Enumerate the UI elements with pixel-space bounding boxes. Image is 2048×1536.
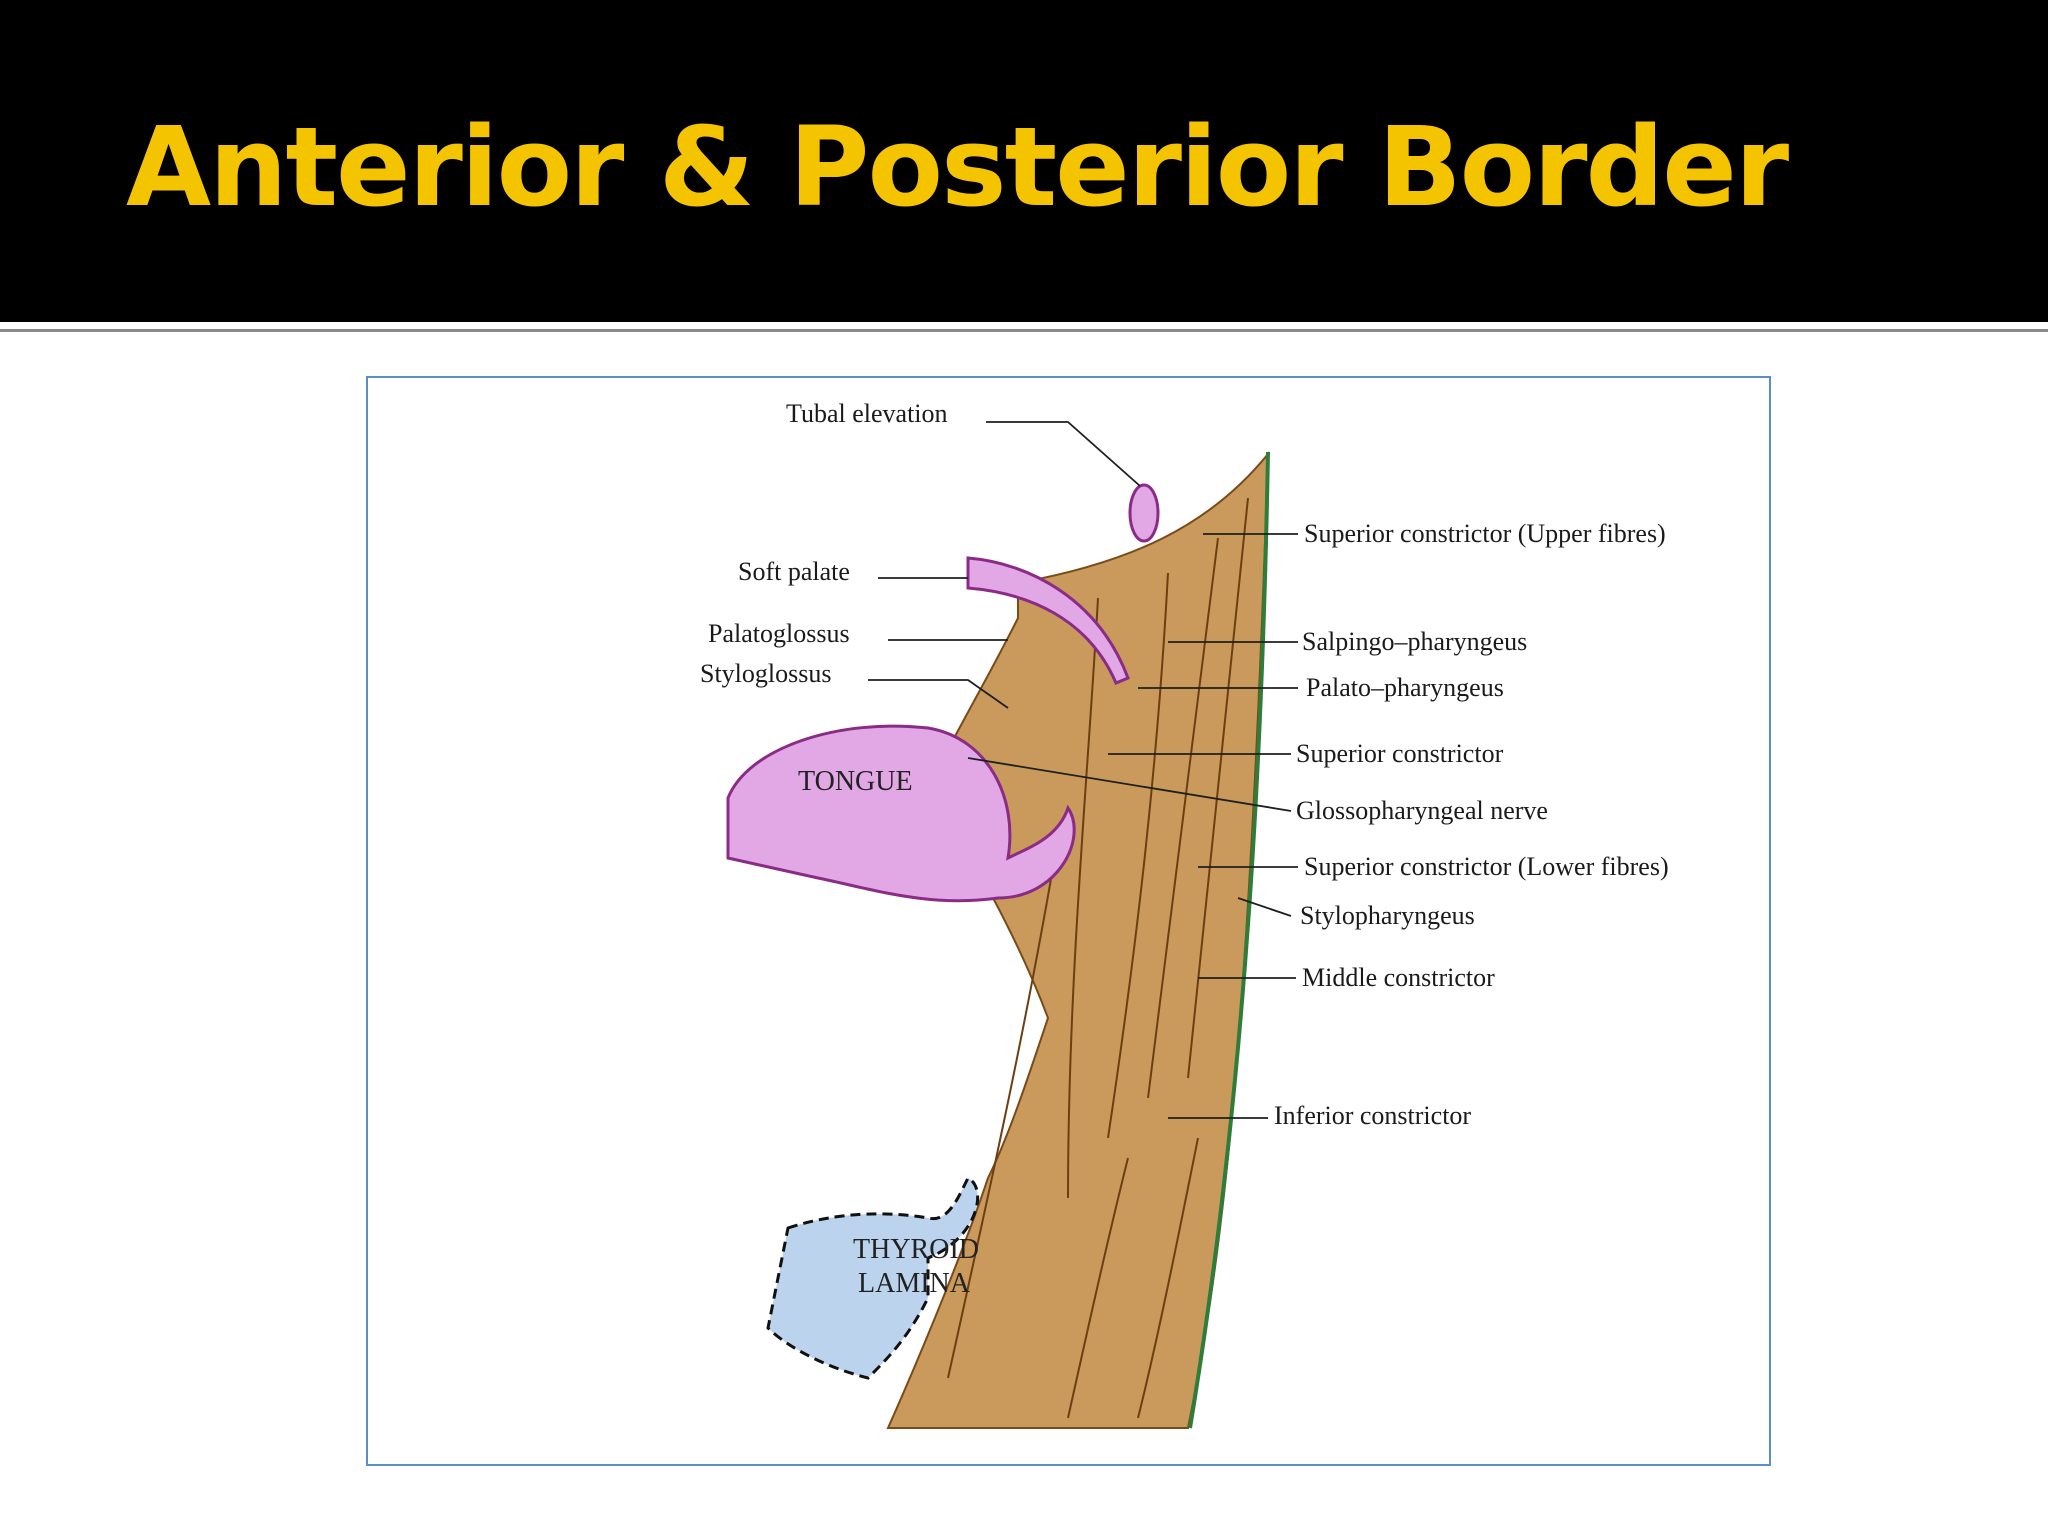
label-palatoglossus: Palatoglossus <box>708 619 850 648</box>
title-divider-shadow <box>0 329 2048 332</box>
label-tubal-elevation: Tubal elevation <box>786 399 948 428</box>
thyroid-label-line2: LAMINA <box>858 1268 971 1299</box>
label-middle-constrictor: Middle constrictor <box>1302 963 1495 992</box>
slide-title: Anterior & Posterior Border <box>126 112 1787 222</box>
title-divider <box>0 322 2048 325</box>
label-soft-palate: Soft palate <box>738 557 850 586</box>
label-stylopharyngeus: Stylopharyngeus <box>1300 901 1475 930</box>
label-glossopharyngeal-nerve: Glossopharyngeal nerve <box>1296 796 1548 825</box>
label-superior-constrictor: Superior constrictor <box>1296 739 1504 768</box>
label-styloglossus: Styloglossus <box>700 659 832 688</box>
tongue-label: TONGUE <box>798 766 913 797</box>
slide-header: Anterior & Posterior Border <box>0 0 2048 322</box>
anatomy-figure: TONGUE THYROID LAMINA Tubal elevation So… <box>366 376 1771 1466</box>
label-superior-constrictor-lower: Superior constrictor (Lower fibres) <box>1304 852 1669 881</box>
label-salpingo-pharyngeus: Salpingo–pharyngeus <box>1302 627 1527 656</box>
label-palato-pharyngeus: Palato–pharyngeus <box>1306 673 1504 702</box>
label-inferior-constrictor: Inferior constrictor <box>1274 1101 1471 1130</box>
tubal-elevation-shape <box>1130 485 1158 541</box>
thyroid-label-line1: THYROID <box>853 1234 979 1265</box>
label-superior-constrictor-upper: Superior constrictor (Upper fibres) <box>1304 519 1666 548</box>
pharyngeal-muscles-diagram: TONGUE THYROID LAMINA Tubal elevation So… <box>368 378 1769 1464</box>
